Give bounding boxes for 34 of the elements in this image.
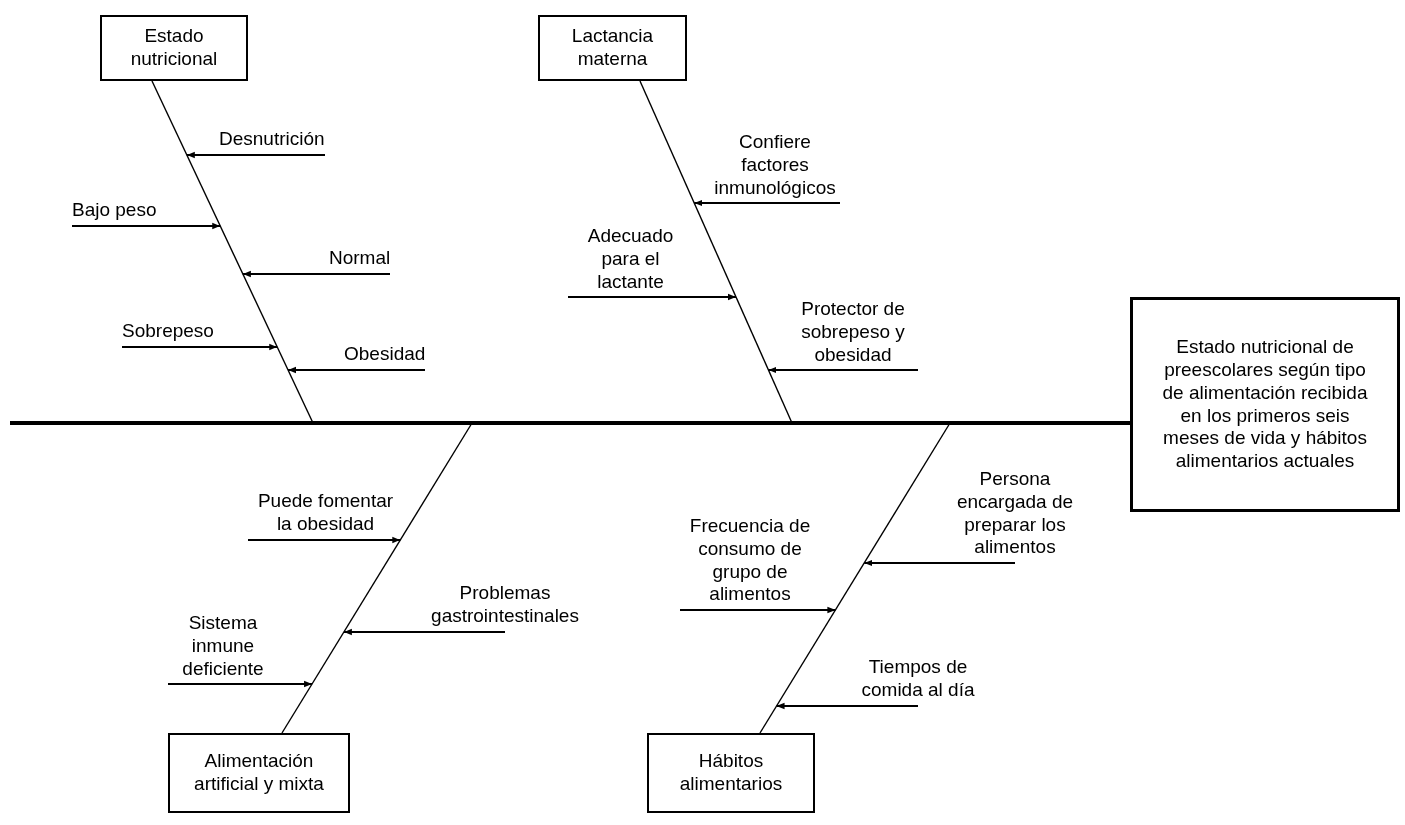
arrow [342,628,506,636]
cause-label: Frecuencia de consumo de grupo de alimentos [680,515,820,607]
arrow [167,680,314,688]
cause-label: Problemas gastrointestinales [420,582,590,628]
cause-label: Obesidad [344,343,426,366]
arrow [767,366,919,374]
cause-label: Sistema inmune deficiente [168,612,278,681]
spine-line [950,421,1130,425]
cause-label: Puede fomentar la obesidad [248,490,403,536]
arrow [71,222,222,230]
cause-label: Protector de sobrepeso y obesidad [788,298,918,367]
cause-label: Adecuado para el lactante [568,225,693,294]
arrow [247,536,402,544]
arrow [121,343,279,351]
cause-label: Bajo peso [72,199,157,222]
arrow [241,270,391,278]
effect-box: Estado nutricional de preescolares según tipo de alimentación recibida en los primeros seis meses de vida y hábitos alimentarios actuales [1130,297,1400,512]
arrow [863,559,1016,567]
category-box: Estado nutricional [100,15,248,81]
category-box: Alimentación artificial y mixta [168,733,350,813]
category-box: Lactancia materna [538,15,687,81]
arrow [287,366,426,374]
arrow [185,151,326,159]
arrow [567,293,737,301]
cause-label: Sobrepeso [122,320,214,343]
cause-label: Tiempos de comida al día [848,656,988,702]
cause-label: Persona encargada de preparar los alimentos [950,468,1080,560]
cause-label: Confiere factores inmunológicos [710,131,840,200]
arrow [679,606,837,614]
arrow [775,702,919,710]
arrow [693,199,841,207]
category-box: Hábitos alimentarios [647,733,815,813]
cause-label: Desnutrición [219,128,325,151]
cause-label: Normal [329,247,391,270]
